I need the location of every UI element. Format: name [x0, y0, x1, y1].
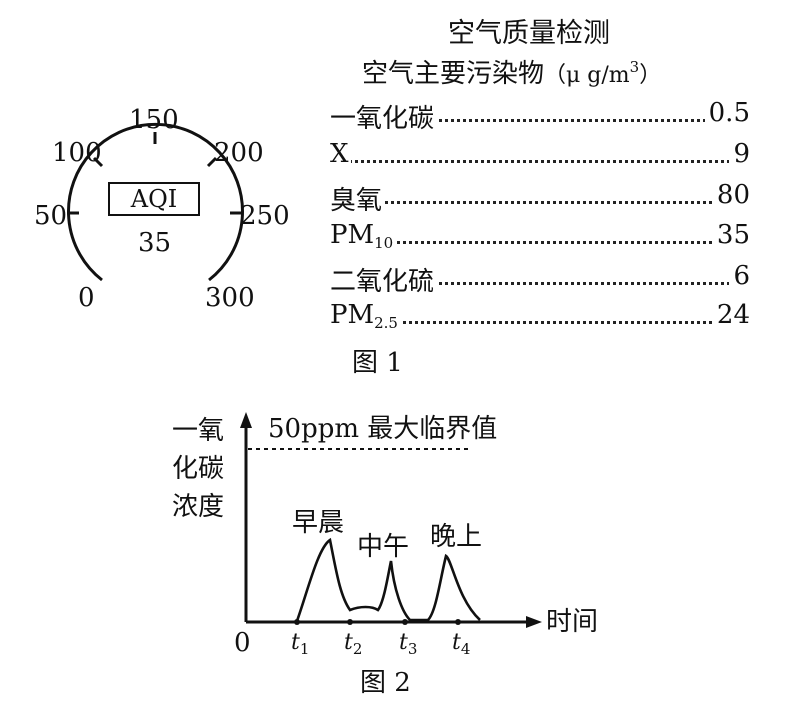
y-axis-label-line1: 一氧 [172, 416, 225, 446]
figure2-caption: 图 2 [360, 668, 411, 698]
row-leader [330, 160, 750, 163]
pollutant-value: 0.5 [704, 98, 750, 128]
co-concentration-curve [295, 537, 481, 622]
pollutant-row: PM10 35 [330, 220, 750, 252]
pollutant-value: 24 [712, 300, 750, 330]
y-axis-label-line2: 化碳 [172, 454, 225, 484]
aqi-label: AQI [130, 185, 178, 213]
row-leader [330, 241, 750, 244]
y-axis-arrow [240, 412, 252, 428]
pollutant-name: 臭氧 [330, 180, 385, 217]
pollutant-name: 二氧化硫 [330, 261, 437, 298]
pollutant-value: 35 [712, 220, 750, 250]
pollutant-name: 一氧化碳 [330, 98, 437, 135]
row-leader [330, 119, 750, 122]
row-leader [330, 282, 750, 285]
pollutant-value: 80 [712, 180, 750, 210]
pollutant-row: 一氧化碳 0.5 [330, 98, 750, 135]
x-ticks [294, 619, 461, 625]
x-axis-label: 时间 [546, 607, 599, 637]
threshold-label: 50ppm 最大临界值 [268, 414, 498, 444]
gauge-ticks [67, 132, 242, 215]
pollutant-row: 二氧化硫 6 [330, 261, 750, 298]
x-tick-label-t2: t2 [344, 630, 363, 658]
pollutant-value: 6 [729, 261, 750, 291]
table-title: 空气质量检测 [448, 18, 610, 49]
pollutant-name: PM2.5 [330, 300, 400, 332]
pollutant-row: 臭氧 80 [330, 180, 750, 217]
gauge-label-50: 50 [34, 201, 68, 231]
gauge-tick-100 [92, 156, 104, 168]
figure1-caption: 图 1 [352, 348, 403, 378]
gauge-label-200: 200 [214, 138, 264, 168]
gauge-tick-200 [206, 156, 218, 168]
gauge-arc [67, 122, 244, 282]
pollutant-name: X [330, 139, 351, 169]
table-subtitle-text: 空气主要污染物 [362, 59, 545, 89]
pollutant-value: 9 [729, 139, 750, 169]
y-axis-label-line3: 浓度 [172, 492, 225, 522]
x-tick-label-t1: t1 [291, 630, 310, 658]
gauge-label-150: 150 [129, 105, 179, 135]
row-leader [330, 321, 750, 324]
table-subtitle: 空气主要污染物（μ g/m3） [362, 58, 662, 89]
pollutant-row: X 9 [330, 139, 750, 169]
table-unit: （μ g/m3） [544, 58, 662, 88]
gauge-label-250: 250 [240, 201, 290, 231]
x-tick-t4 [455, 619, 461, 625]
gauge-label-100: 100 [52, 138, 102, 168]
origin-label: 0 [234, 628, 251, 658]
x-tick-label-t3: t3 [399, 630, 418, 658]
peak-label-morning: 早晨 [292, 508, 345, 538]
x-tick-t2 [347, 619, 353, 625]
x-axis-arrow [526, 616, 542, 628]
aqi-box: AQI [108, 182, 200, 216]
peak-label-evening: 晚上 [430, 522, 483, 552]
pollutant-row: PM2.5 24 [330, 300, 750, 332]
x-tick-label-t4: t4 [452, 630, 471, 658]
gauge-label-0: 0 [78, 283, 95, 313]
x-tick-t3 [402, 619, 408, 625]
gauge-label-300: 300 [205, 283, 255, 313]
aqi-value: 35 [138, 228, 172, 258]
pollutant-name: PM10 [330, 220, 396, 252]
row-leader [330, 201, 750, 204]
x-tick-t1 [294, 619, 300, 625]
peak-label-noon: 中午 [357, 532, 410, 562]
